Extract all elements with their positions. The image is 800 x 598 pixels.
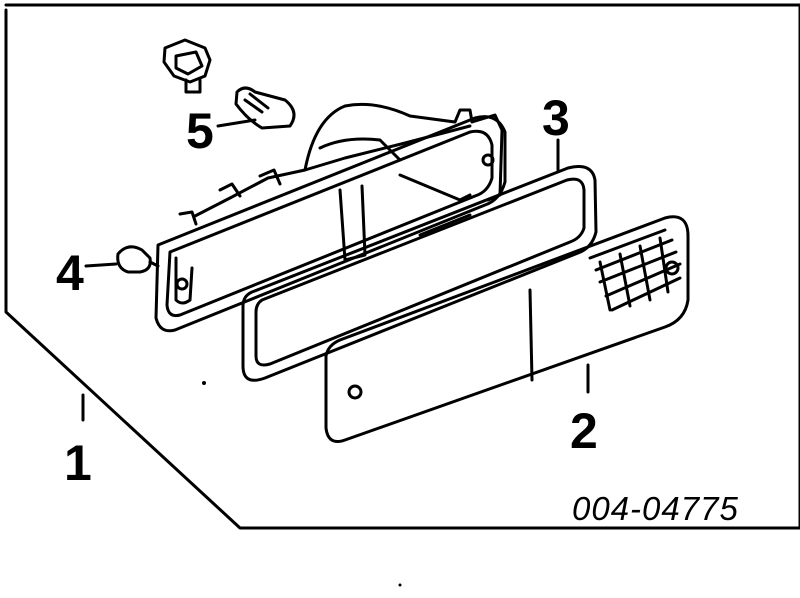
bulb xyxy=(234,86,296,130)
lens xyxy=(324,215,690,443)
callout-1: 1 xyxy=(64,435,92,491)
assembly-frame xyxy=(4,3,800,530)
callout-4: 4 xyxy=(56,245,84,301)
gasket xyxy=(241,165,598,382)
lamp-housing xyxy=(154,102,507,333)
leader-lines xyxy=(81,118,590,422)
leader-line-4 xyxy=(84,262,118,268)
callout-5: 5 xyxy=(186,103,214,159)
clip xyxy=(116,245,160,274)
callout-2: 2 xyxy=(570,403,598,459)
leader-line-5 xyxy=(216,118,257,128)
callout-3: 3 xyxy=(542,90,570,146)
bulb-socket xyxy=(162,38,212,94)
speck xyxy=(202,381,206,385)
speck xyxy=(398,583,402,587)
part-code: 004-04775 xyxy=(572,490,739,527)
